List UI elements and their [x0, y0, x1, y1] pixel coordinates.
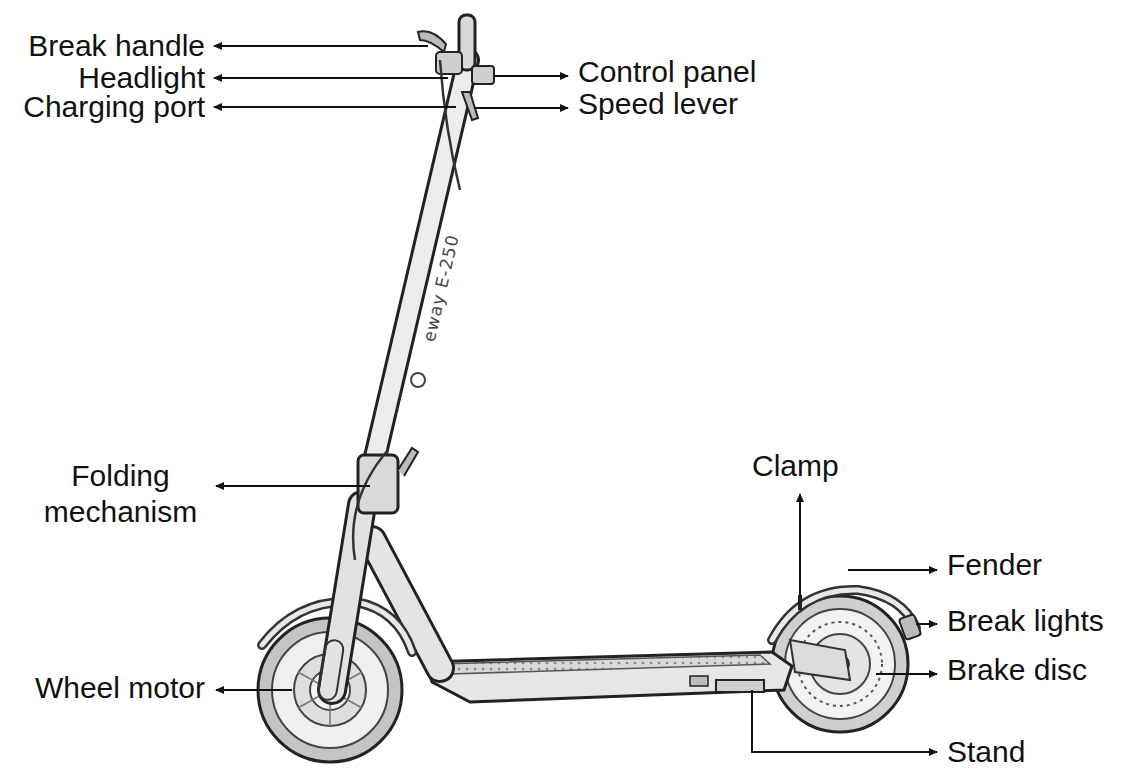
control-panel: [472, 66, 494, 84]
part-label: Brake disc: [947, 652, 1087, 688]
part-label: Wheel motor: [35, 670, 205, 706]
clamp-part: [798, 595, 802, 610]
deck-grip: [440, 655, 770, 674]
rear-fender: [772, 590, 916, 640]
part-label: Charging port: [23, 89, 205, 125]
part-label: Fender: [947, 547, 1042, 583]
stem-outline: [372, 60, 468, 470]
brake-light: [899, 614, 922, 640]
part-label: Control panel: [578, 54, 756, 90]
deck: [425, 652, 792, 702]
part-label: Stand: [947, 734, 1025, 770]
brake-lever: [418, 31, 446, 52]
rear-fender-fill: [772, 590, 916, 640]
folding-lever: [398, 448, 418, 476]
cable: [353, 450, 388, 560]
fork: [332, 505, 362, 690]
stem: [372, 60, 468, 470]
stand: [716, 680, 764, 692]
fork-outline: [332, 505, 362, 690]
leader-lines: [214, 46, 937, 752]
stand-hinge: [690, 676, 708, 686]
part-label: Clamp: [752, 448, 839, 484]
part-label: Speed lever: [578, 86, 738, 122]
fork-slot: [317, 639, 344, 701]
brake-cable: [440, 60, 460, 190]
logo-mark: [411, 373, 425, 387]
part-label: Folding mechanism: [33, 458, 208, 530]
part-label: Break handle: [28, 28, 205, 64]
part-label: Break lights: [947, 603, 1104, 639]
speed-lever: [462, 92, 478, 120]
